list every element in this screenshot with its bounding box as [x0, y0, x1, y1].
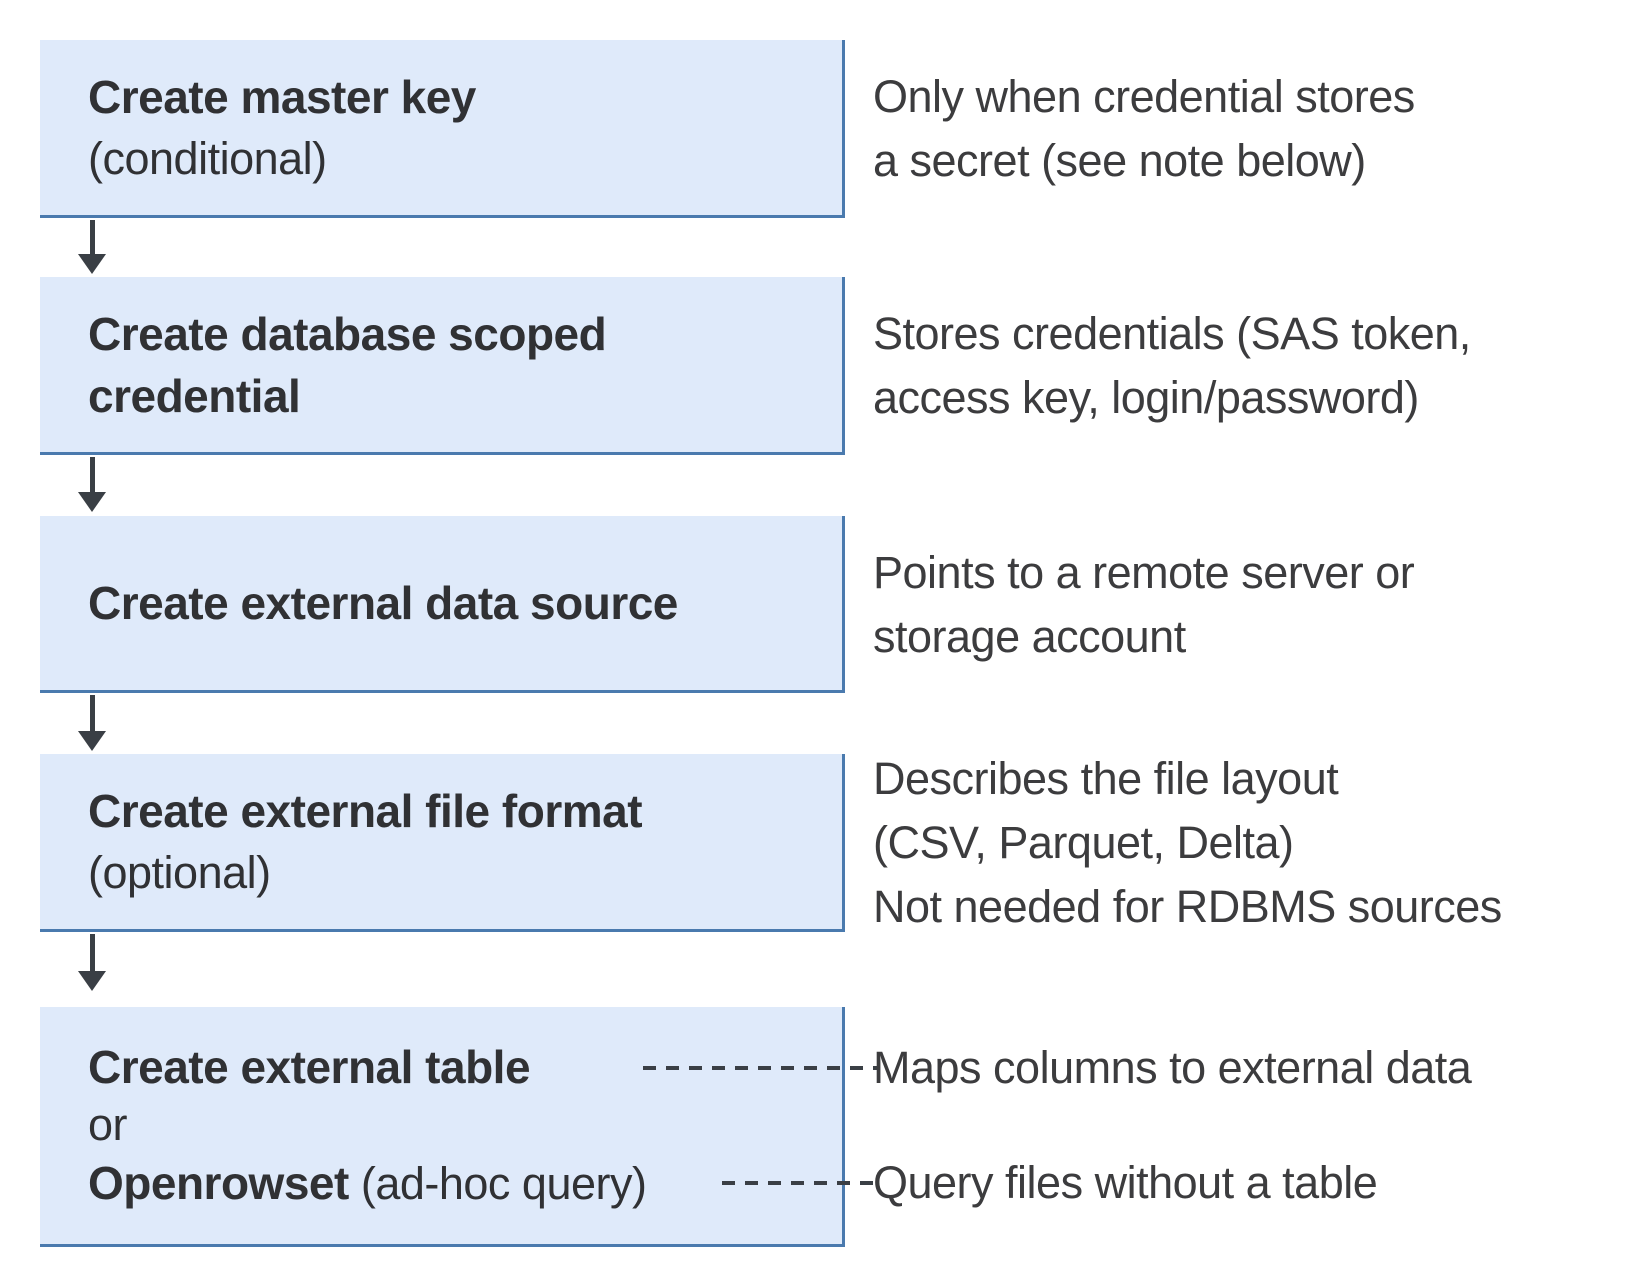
step-box-create-external-file-format: Create external file format (optional) [40, 754, 845, 932]
note-line: access key, login/password) [873, 372, 1419, 423]
step-box-create-master-key: Create master key (conditional) [40, 40, 845, 218]
dashed-connector-openrowset [722, 1181, 879, 1185]
arrow-head-icon [78, 971, 106, 991]
arrow-shaft [90, 695, 95, 733]
flow-arrow-down-4 [78, 934, 106, 991]
note-line: Maps columns to external data [873, 1042, 1472, 1093]
note-openrowset: Query files without a table [873, 1151, 1378, 1215]
arrow-head-icon [78, 731, 106, 751]
dashed-connector-external-table [643, 1066, 879, 1070]
note-line: Only when credential stores [873, 71, 1415, 122]
step-title: Create database scoped credential [88, 307, 607, 422]
step-title: Create external data source [88, 577, 678, 629]
arrow-shaft [90, 220, 95, 256]
arrow-shaft [90, 934, 95, 973]
step-title: Create external table [88, 1041, 531, 1093]
note-master-key: Only when credential stores a secret (se… [873, 65, 1415, 193]
step-or-label: or [88, 1099, 128, 1150]
note-external-file-format: Describes the file layout (CSV, Parquet,… [873, 747, 1502, 939]
step-subtitle: (conditional) [88, 132, 327, 184]
note-line: Points to a remote server or [873, 547, 1415, 598]
adhoc-query-label: (ad-hoc query) [348, 1158, 647, 1209]
note-line: Not needed for RDBMS sources [873, 881, 1502, 932]
arrow-head-icon [78, 492, 106, 512]
note-external-data-source: Points to a remote server or storage acc… [873, 541, 1415, 669]
step-subtitle: (optional) [88, 846, 271, 898]
step-box-create-database-scoped-credential: Create database scoped credential [40, 277, 845, 455]
note-line: Query files without a table [873, 1157, 1378, 1208]
note-line: Stores credentials (SAS token, [873, 308, 1471, 359]
step-openrowset-line: Openrowset (ad-hoc query) [88, 1154, 802, 1213]
flow-arrow-down-2 [78, 457, 106, 512]
step-box-create-external-data-source: Create external data source [40, 516, 845, 693]
step-title: Create master key [88, 70, 476, 123]
step-title: Create external file format [88, 784, 643, 837]
arrow-head-icon [78, 254, 106, 274]
note-line: a secret (see note below) [873, 135, 1366, 186]
step-box-create-external-table-or-openrowset: Create external table or Openrowset (ad-… [40, 1007, 845, 1247]
openrowset-label: Openrowset [88, 1157, 349, 1209]
note-database-scoped-credential: Stores credentials (SAS token, access ke… [873, 302, 1471, 430]
arrow-shaft [90, 457, 95, 494]
note-line: storage account [873, 611, 1186, 662]
note-external-table: Maps columns to external data [873, 1036, 1472, 1100]
flow-arrow-down-3 [78, 695, 106, 751]
flow-arrow-down-1 [78, 220, 106, 274]
note-line: (CSV, Parquet, Delta) [873, 817, 1294, 868]
note-line: Describes the file layout [873, 753, 1339, 804]
